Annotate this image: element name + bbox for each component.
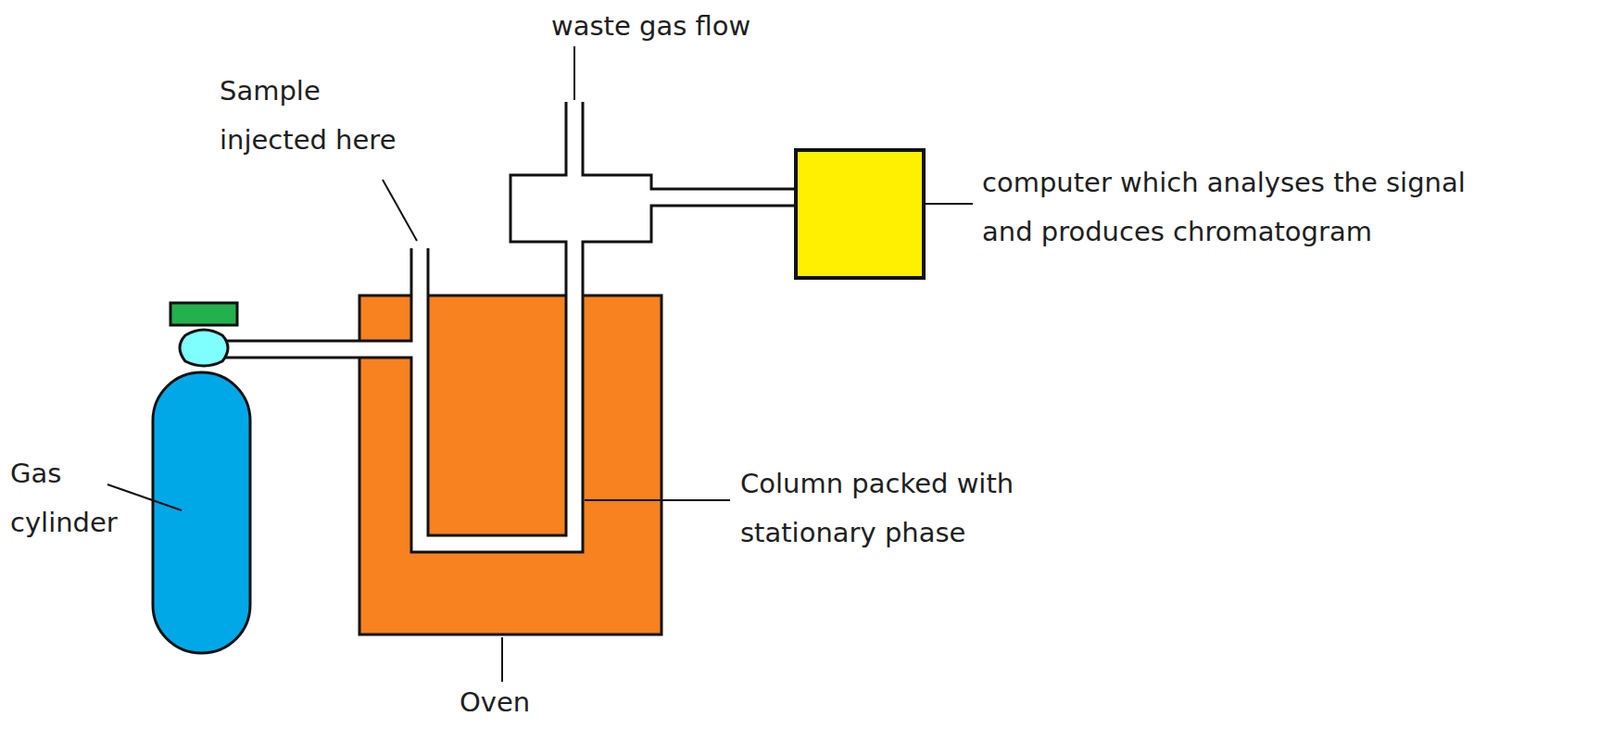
part-label: Sample injected here: [219, 66, 419, 165]
part-label: Column packed with stationary phase: [740, 459, 1074, 558]
detector-body: [510, 175, 652, 242]
cylinder-valve: [179, 329, 228, 366]
detector-interior: [512, 176, 650, 240]
part-label: computer which analyses the signal and p…: [982, 158, 1492, 257]
part-label: Oven: [459, 678, 645, 728]
computer-box: [795, 150, 924, 278]
tube-interior: [213, 100, 799, 544]
part-label: waste gas flow: [551, 1, 848, 51]
tube-outline: [219, 101, 797, 544]
gas-cylinder: [152, 372, 251, 654]
part-label: Gas cylinder: [10, 449, 140, 548]
leader-lines: [107, 46, 973, 682]
valve-cap: [170, 302, 238, 326]
